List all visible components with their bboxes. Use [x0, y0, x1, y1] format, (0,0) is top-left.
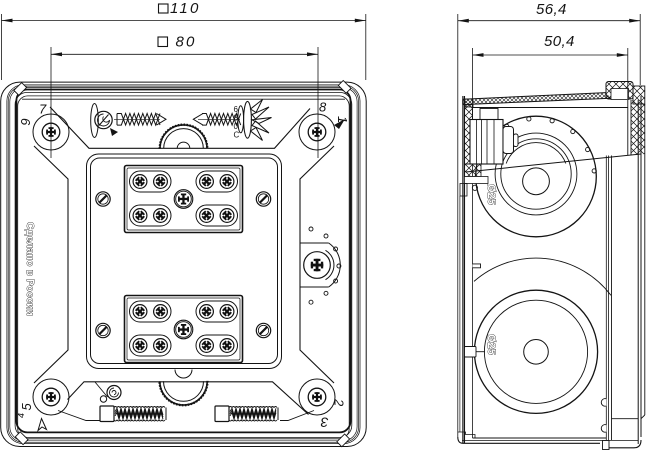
svg-text:Ø25: Ø25	[485, 184, 497, 205]
svg-text:8: 8	[319, 100, 327, 115]
svg-text:5: 5	[19, 403, 34, 411]
svg-text:0: 0	[234, 122, 239, 131]
svg-text:Ø25: Ø25	[485, 334, 497, 355]
svg-text:C: C	[234, 131, 240, 140]
svg-text:50,4: 50,4	[544, 33, 575, 50]
svg-text:1: 1	[335, 116, 350, 123]
svg-text:2: 2	[332, 398, 347, 407]
svg-text:56,4: 56,4	[536, 1, 567, 18]
svg-text:110: 110	[170, 0, 201, 17]
svg-text:3: 3	[321, 415, 329, 431]
svg-text:6: 6	[18, 118, 33, 126]
svg-text:7: 7	[39, 102, 47, 117]
svg-text:80: 80	[176, 34, 197, 51]
svg-text:Сделано в России: Сделано в России	[24, 222, 35, 316]
svg-text:4: 4	[16, 413, 26, 418]
svg-text:8: 8	[234, 114, 239, 123]
svg-text:6: 6	[234, 105, 239, 114]
